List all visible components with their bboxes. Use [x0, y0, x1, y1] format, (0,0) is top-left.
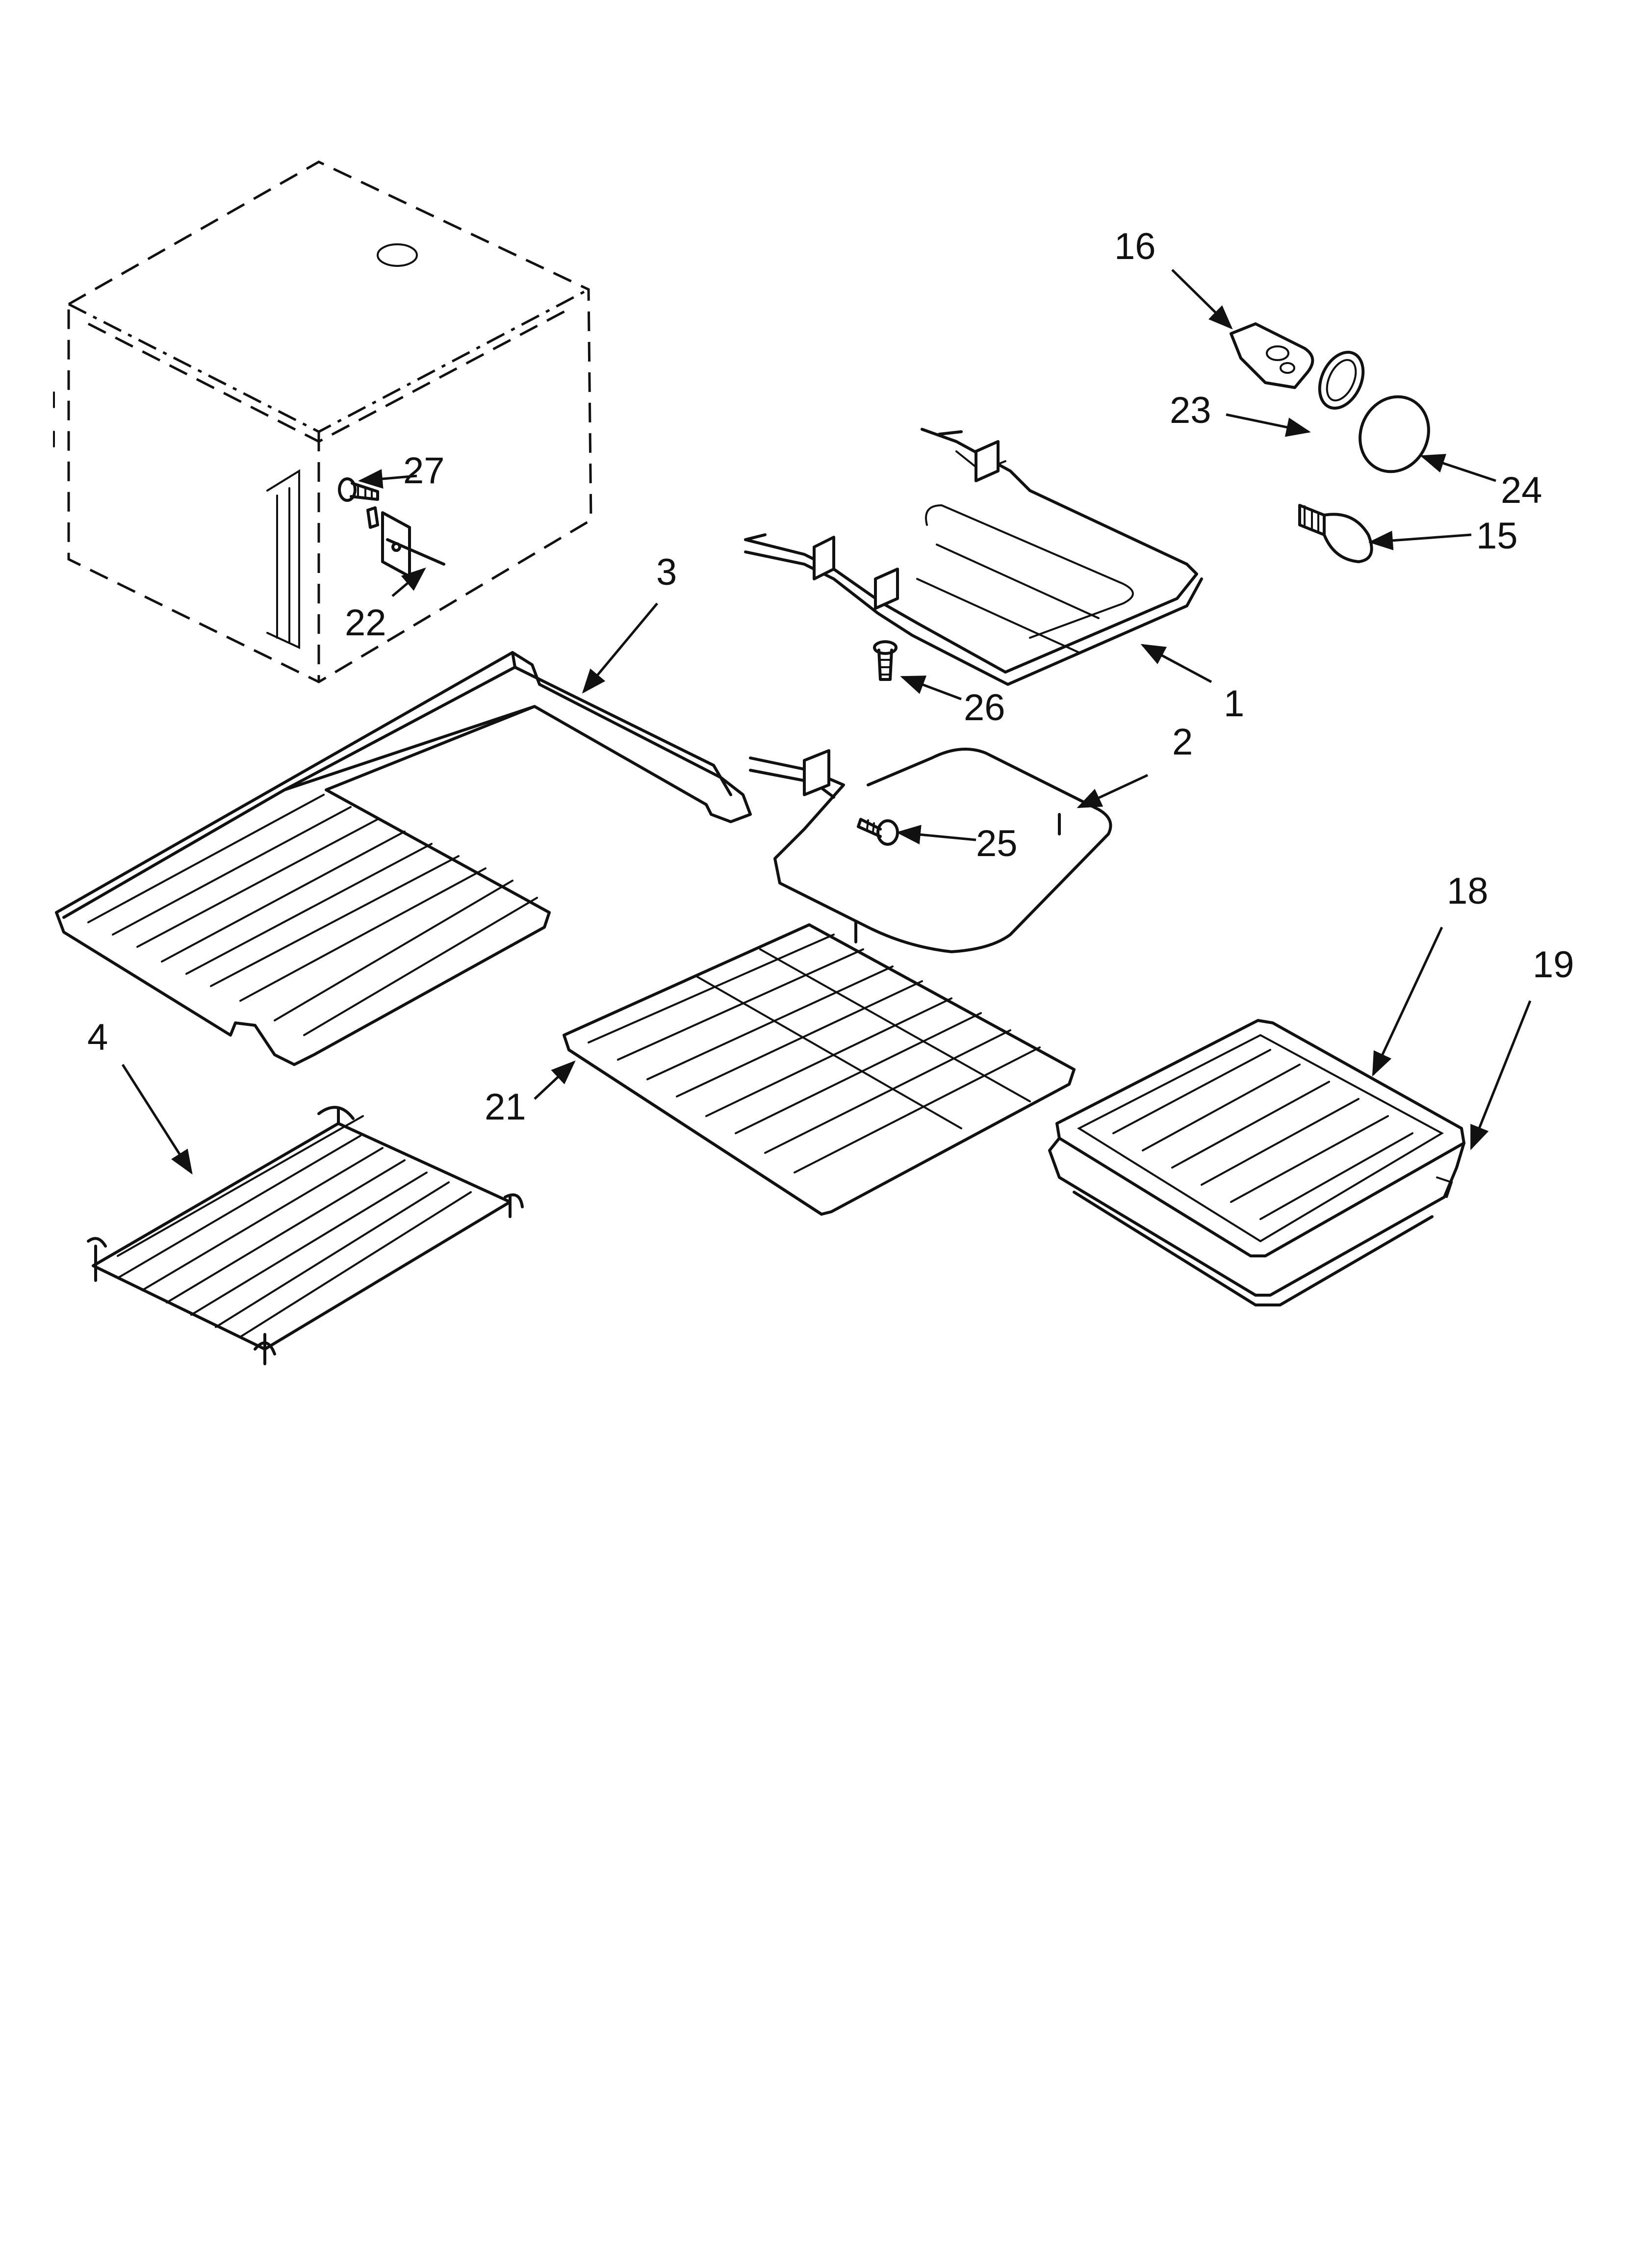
callout-25: 25: [976, 823, 1018, 864]
callout-2: 2: [1172, 721, 1193, 763]
small-rack-4: [87, 1106, 524, 1365]
arrow-18: [1372, 926, 1443, 1077]
leader-arrows: [121, 269, 1532, 1175]
callout-22: 22: [345, 602, 386, 644]
broiler-grid-18: [1055, 1019, 1465, 1257]
arrow-19: [1470, 1000, 1532, 1150]
small-rack-wires: [117, 1115, 472, 1338]
sensor-22: [366, 506, 445, 578]
callout-3: 3: [656, 551, 677, 593]
arrow-1: [1140, 644, 1212, 683]
callout-4: 4: [87, 1017, 108, 1058]
lamp-lens-24: [1359, 395, 1430, 473]
callout-24: 24: [1501, 469, 1542, 511]
arrow-16: [1171, 269, 1233, 330]
arrow-21: [534, 1060, 576, 1100]
callout-21: 21: [485, 1086, 526, 1128]
callout-26: 26: [964, 687, 1005, 729]
arrow-25: [896, 825, 976, 845]
screw-27: [338, 477, 379, 502]
lamp-socket-16: [1230, 322, 1314, 389]
arrow-2: [1077, 774, 1149, 808]
oven-bottom-panel-3: [55, 651, 752, 1066]
callout-23: 23: [1170, 390, 1211, 431]
bottom-panel-ribs: [87, 794, 538, 1036]
broiler-pan-19: [1048, 1137, 1465, 1306]
callout-labels: 16 23 24 15 1 26 2 25 3 4 21 18 19 27 22: [87, 226, 1574, 1128]
lamp-gasket-23: [1318, 351, 1365, 410]
oven-rack-21: [563, 923, 1076, 1216]
callout-18: 18: [1447, 870, 1488, 912]
arrow-24: [1420, 454, 1496, 482]
screw-25: [857, 818, 899, 846]
arrow-3: [582, 602, 658, 694]
light-bulb-15: [1298, 504, 1373, 563]
arrow-4: [121, 1064, 193, 1175]
arrow-26: [900, 676, 962, 701]
broil-element-1: [744, 428, 1203, 686]
callout-19: 19: [1533, 944, 1574, 986]
arrow-27: [358, 469, 417, 489]
arrow-23: [1226, 413, 1311, 437]
callout-16: 16: [1114, 226, 1156, 267]
screw-26: [873, 640, 898, 681]
oven-rack-wires: [588, 934, 1041, 1173]
arrow-15: [1368, 530, 1472, 550]
oven-cavity-outline: [53, 160, 592, 683]
broiler-grid-slots: [1112, 1049, 1413, 1220]
callout-1: 1: [1224, 683, 1244, 725]
bake-element-2: [749, 748, 1112, 953]
arrow-22: [391, 567, 426, 597]
callout-27: 27: [403, 450, 445, 492]
callout-15: 15: [1476, 515, 1518, 557]
